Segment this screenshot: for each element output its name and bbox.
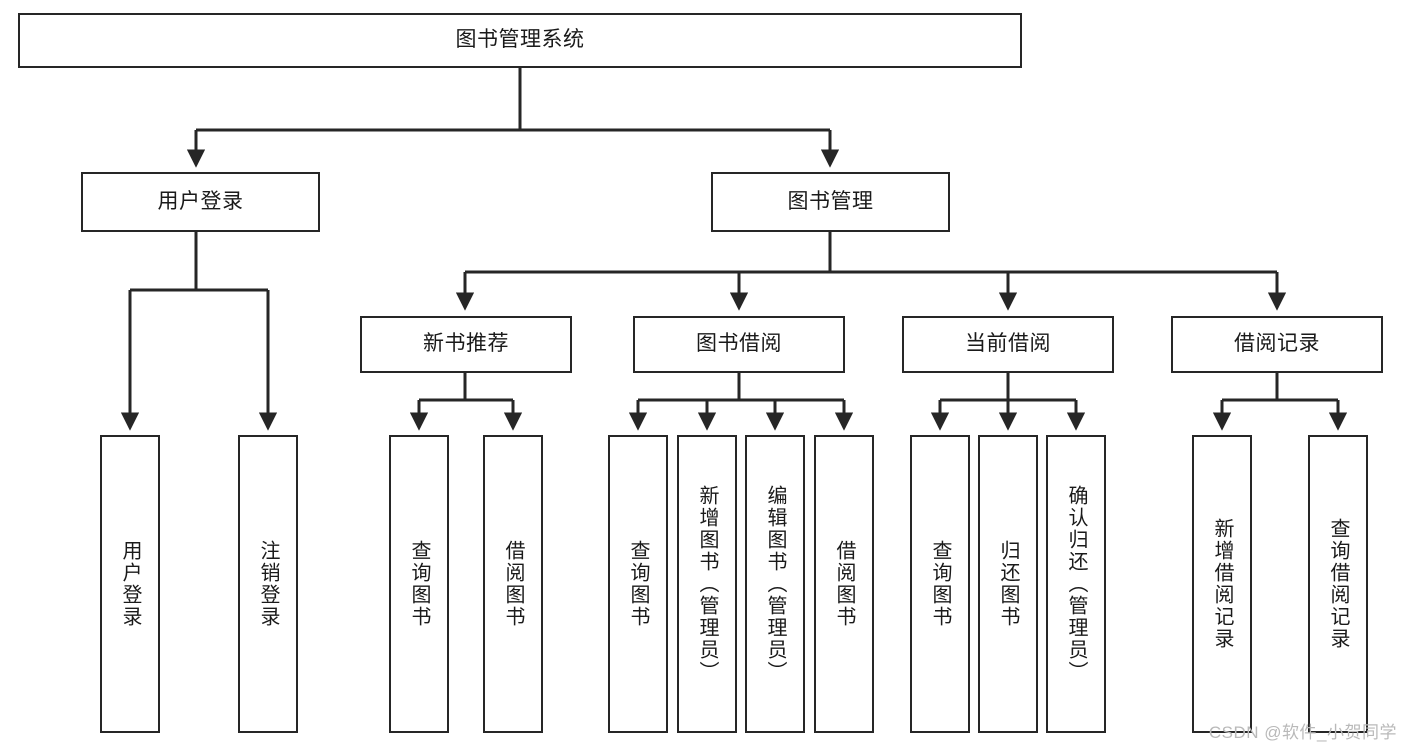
node-leaf-borrow-book-1[interactable]: 借阅图书 xyxy=(483,435,543,733)
node-leaf-query-record[interactable]: 查询借阅记录 xyxy=(1308,435,1368,733)
node-leaf-confirm-return-label: 确认归还（管理员） xyxy=(1065,485,1087,683)
node-borrow-record[interactable]: 借阅记录 xyxy=(1171,316,1383,373)
node-leaf-query-book-1-label: 查询图书 xyxy=(408,540,430,628)
node-borrow-record-label: 借阅记录 xyxy=(1234,332,1320,356)
node-root[interactable]: 图书管理系统 xyxy=(18,13,1022,68)
node-leaf-return-book[interactable]: 归还图书 xyxy=(978,435,1038,733)
node-current-borrow[interactable]: 当前借阅 xyxy=(902,316,1114,373)
node-book-management[interactable]: 图书管理 xyxy=(711,172,950,232)
node-leaf-return-book-label: 归还图书 xyxy=(997,540,1019,628)
node-leaf-logout-label: 注销登录 xyxy=(257,540,279,628)
node-leaf-logout[interactable]: 注销登录 xyxy=(238,435,298,733)
node-leaf-borrow-book-2-label: 借阅图书 xyxy=(833,540,855,628)
node-leaf-edit-book[interactable]: 编辑图书（管理员） xyxy=(745,435,805,733)
node-root-label: 图书管理系统 xyxy=(455,28,585,52)
node-book-borrow-label: 图书借阅 xyxy=(696,332,782,356)
node-leaf-add-record[interactable]: 新增借阅记录 xyxy=(1192,435,1252,733)
node-new-book-recommend-label: 新书推荐 xyxy=(423,332,509,356)
node-leaf-borrow-book-2[interactable]: 借阅图书 xyxy=(814,435,874,733)
node-user-login[interactable]: 用户登录 xyxy=(81,172,320,232)
node-book-management-label: 图书管理 xyxy=(787,189,874,213)
node-leaf-add-book[interactable]: 新增图书（管理员） xyxy=(677,435,737,733)
node-leaf-user-login-label: 用户登录 xyxy=(119,540,141,628)
node-leaf-query-record-label: 查询借阅记录 xyxy=(1327,518,1349,650)
node-leaf-query-book-3[interactable]: 查询图书 xyxy=(910,435,970,733)
node-leaf-edit-book-label: 编辑图书（管理员） xyxy=(764,485,786,683)
node-leaf-add-book-label: 新增图书（管理员） xyxy=(696,485,718,683)
node-leaf-user-login[interactable]: 用户登录 xyxy=(100,435,160,733)
node-book-borrow[interactable]: 图书借阅 xyxy=(633,316,845,373)
node-user-login-label: 用户登录 xyxy=(157,189,244,213)
node-leaf-add-record-label: 新增借阅记录 xyxy=(1211,518,1233,650)
node-leaf-borrow-book-1-label: 借阅图书 xyxy=(502,540,524,628)
node-current-borrow-label: 当前借阅 xyxy=(965,332,1051,356)
node-new-book-recommend[interactable]: 新书推荐 xyxy=(360,316,572,373)
node-leaf-query-book-1[interactable]: 查询图书 xyxy=(389,435,449,733)
node-leaf-query-book-2-label: 查询图书 xyxy=(627,540,649,628)
node-leaf-query-book-2[interactable]: 查询图书 xyxy=(608,435,668,733)
node-leaf-query-book-3-label: 查询图书 xyxy=(929,540,951,628)
node-leaf-confirm-return[interactable]: 确认归还（管理员） xyxy=(1046,435,1106,733)
